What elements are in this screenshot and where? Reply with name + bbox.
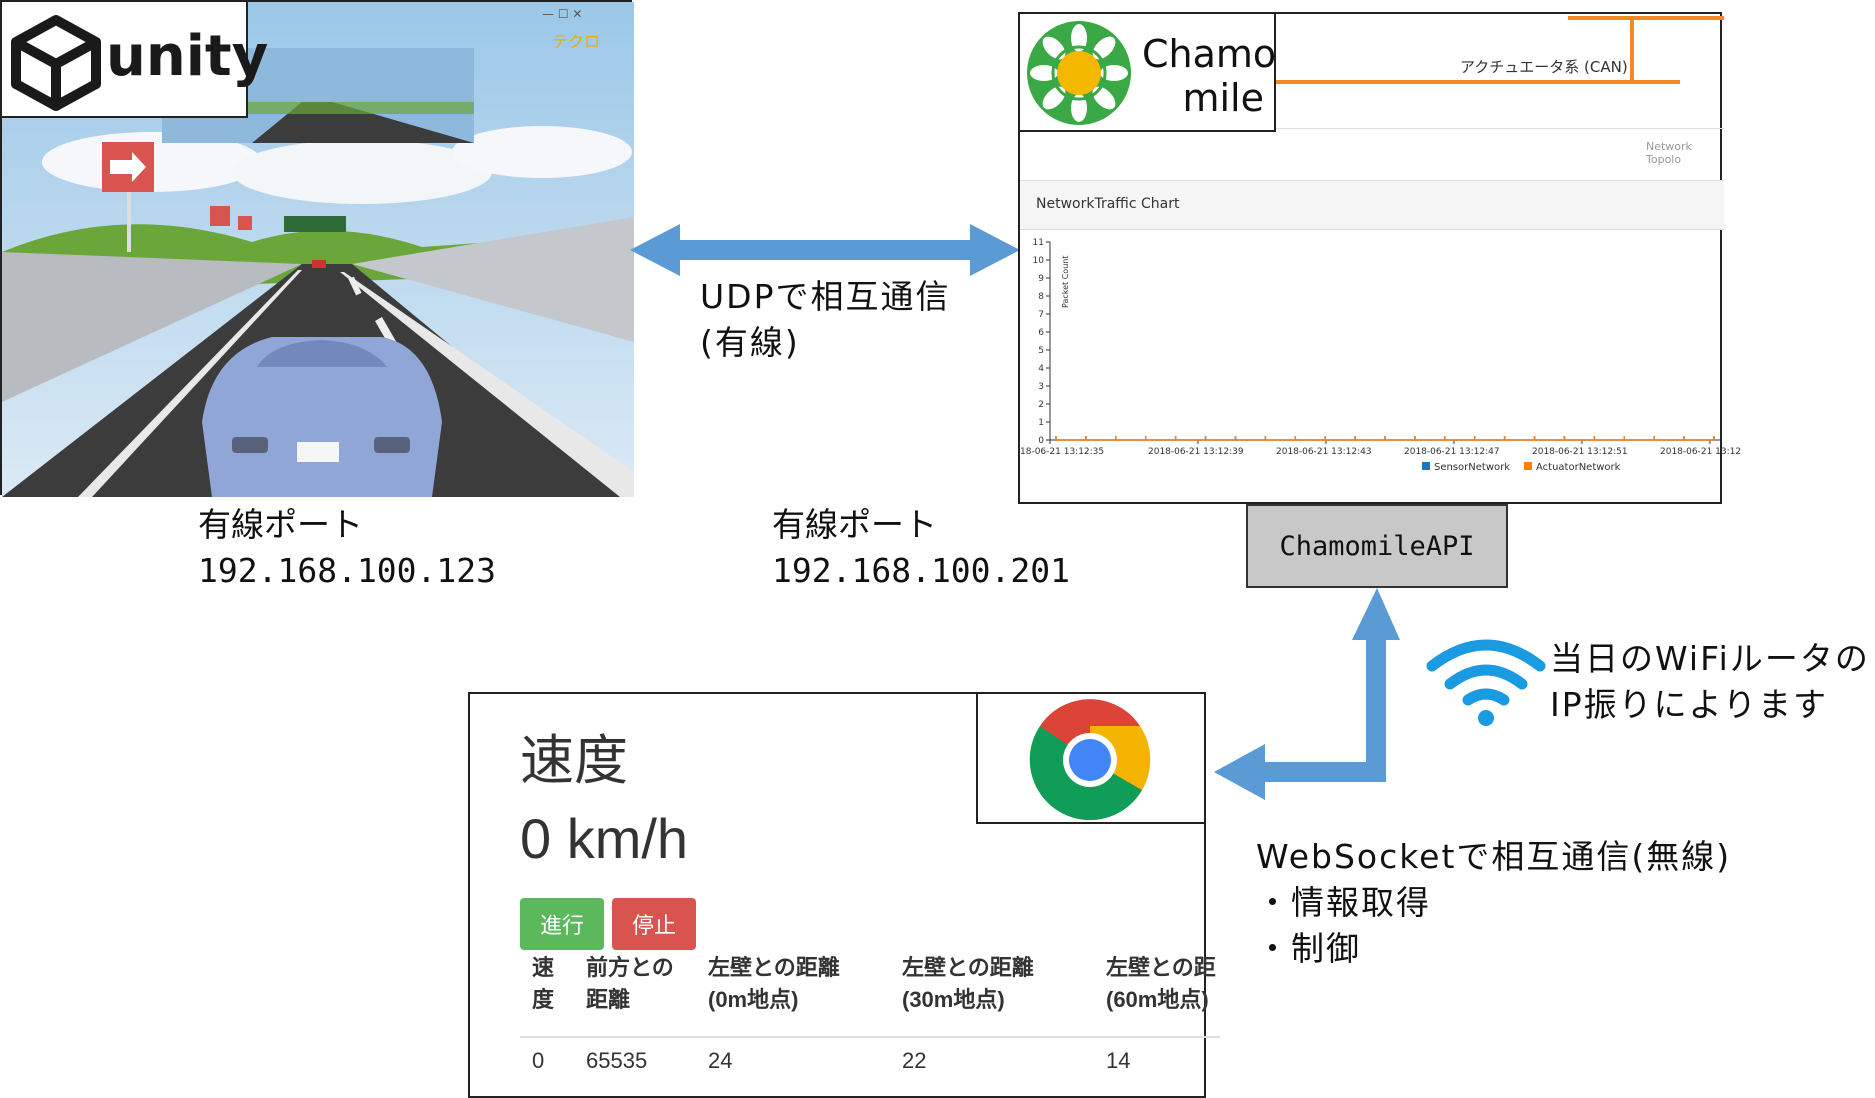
table-cell-left-wall-60m: 14: [1106, 1048, 1131, 1073]
chamo-port-title: 有線ポート: [772, 505, 937, 544]
table-cell-left-wall-0m: 24: [708, 1048, 733, 1073]
chrome-logo-box: [976, 692, 1206, 824]
chamomile-logo-line1: Chamo: [1142, 32, 1277, 76]
stop-button[interactable]: 停止: [612, 898, 696, 950]
table-header-speed: 速度: [532, 955, 555, 1012]
legend-swatch: [1422, 462, 1430, 470]
unity-logo-text: unity: [106, 24, 269, 89]
y-tick-label: 6: [1038, 328, 1044, 338]
speed-value: 0 km/h: [520, 807, 689, 870]
y-tick-label: 3: [1038, 382, 1044, 392]
x-tick-label: 2018-06-21 13:12:39: [1148, 447, 1244, 457]
unity-port-title: 有線ポート: [198, 505, 363, 544]
wifi-note-line1: 当日のWiFiルータの: [1550, 639, 1870, 678]
websocket-note-line1: WebSocketで相互通信(無線): [1256, 837, 1732, 876]
websocket-arrow: [1214, 588, 1400, 800]
y-tick-label: 8: [1038, 292, 1044, 302]
table-divider: [520, 1036, 1220, 1038]
table-header-left-wall-0m: 左壁との距離(0m地点): [708, 955, 840, 1012]
actuator-label: アクチュエータ系 (CAN): [1460, 58, 1628, 76]
svg-text:— ☐ ✕: — ☐ ✕: [542, 7, 582, 21]
unity-port-ip: 192.168.100.123: [198, 551, 497, 590]
unity-cube-icon: [11, 15, 101, 111]
speed-title: 速度: [520, 729, 628, 792]
unity-logo: unity: [0, 0, 268, 118]
legend-label: ActuatorNetwork: [1536, 462, 1621, 473]
sim-overlay-text: テクロ: [552, 32, 600, 51]
chamo-port-ip: 192.168.100.201: [772, 551, 1071, 590]
udp-double-arrow: [630, 224, 1020, 276]
chamomile-logo-text: Chamo mile: [1142, 32, 1277, 120]
table-header-left-wall-60m: 左壁との距(60m地点): [1106, 955, 1216, 1012]
websocket-note: WebSocketで相互通信(無線) ・情報取得 ・制御: [1256, 834, 1731, 972]
table-header-front-distance: 前方との距離: [586, 955, 674, 1012]
y-tick-label: 4: [1038, 364, 1044, 374]
y-axis-label: Packet Count: [1061, 256, 1070, 308]
legend-label: SensorNetwork: [1434, 462, 1510, 473]
legend-swatch: [1524, 462, 1532, 470]
tab-network-topology[interactable]: Network Topolo: [1646, 140, 1692, 166]
x-tick-label: 2018-06-21 13:12:47: [1404, 447, 1500, 457]
chart-title: NetworkTraffic Chart: [1036, 196, 1180, 212]
table-header-left-wall-30m: 左壁との距離(30m地点): [902, 955, 1034, 1012]
chrome-icon: [1029, 699, 1151, 821]
websocket-note-line3: ・制御: [1256, 929, 1361, 968]
chamomile-api-box: ChamomileAPI: [1246, 504, 1508, 588]
go-button[interactable]: 進行: [520, 898, 604, 950]
websocket-note-line2: ・情報取得: [1256, 883, 1431, 922]
wifi-icon: [1426, 639, 1546, 726]
x-tick-label: 2018-06-21 13:12:43: [1276, 447, 1372, 457]
chamomile-logo: Chamo mile: [1018, 12, 1276, 132]
y-tick-label: 0: [1038, 436, 1044, 446]
table-cell-front-distance: 65535: [586, 1048, 648, 1073]
table-cell-speed: 0: [532, 1048, 545, 1073]
actuator-network-lines: [1260, 16, 1724, 84]
y-tick-label: 5: [1038, 346, 1044, 356]
x-tick-label: 2018-06-21 13:12: [1660, 447, 1741, 457]
udp-label: UDPで相互通信 (有線): [700, 274, 950, 366]
unity-port-label: 有線ポート 192.168.100.123: [198, 502, 496, 594]
chamomile-flower-icon: [1027, 21, 1131, 125]
y-tick-label: 7: [1038, 310, 1044, 320]
y-tick-label: 9: [1038, 274, 1044, 284]
chamo-port-label: 有線ポート 192.168.100.201: [772, 502, 1070, 594]
y-tick-label: 1: [1038, 418, 1044, 428]
y-tick-label: 2: [1038, 400, 1044, 410]
y-tick-label: 11: [1033, 238, 1044, 248]
table-cell-left-wall-30m: 22: [902, 1048, 927, 1073]
wifi-note-line2: IP振りによります: [1550, 685, 1828, 724]
udp-label-line1: UDPで相互通信: [700, 277, 951, 316]
wifi-note: 当日のWiFiルータの IP振りによります: [1550, 636, 1870, 728]
x-tick-label: 18-06-21 13:12:35: [1020, 447, 1104, 457]
y-tick-label: 10: [1033, 256, 1045, 266]
x-tick-label: 2018-06-21 13:12:51: [1532, 447, 1628, 457]
chamomile-logo-line2: mile: [1182, 76, 1264, 120]
udp-label-line2: (有線): [700, 323, 800, 362]
